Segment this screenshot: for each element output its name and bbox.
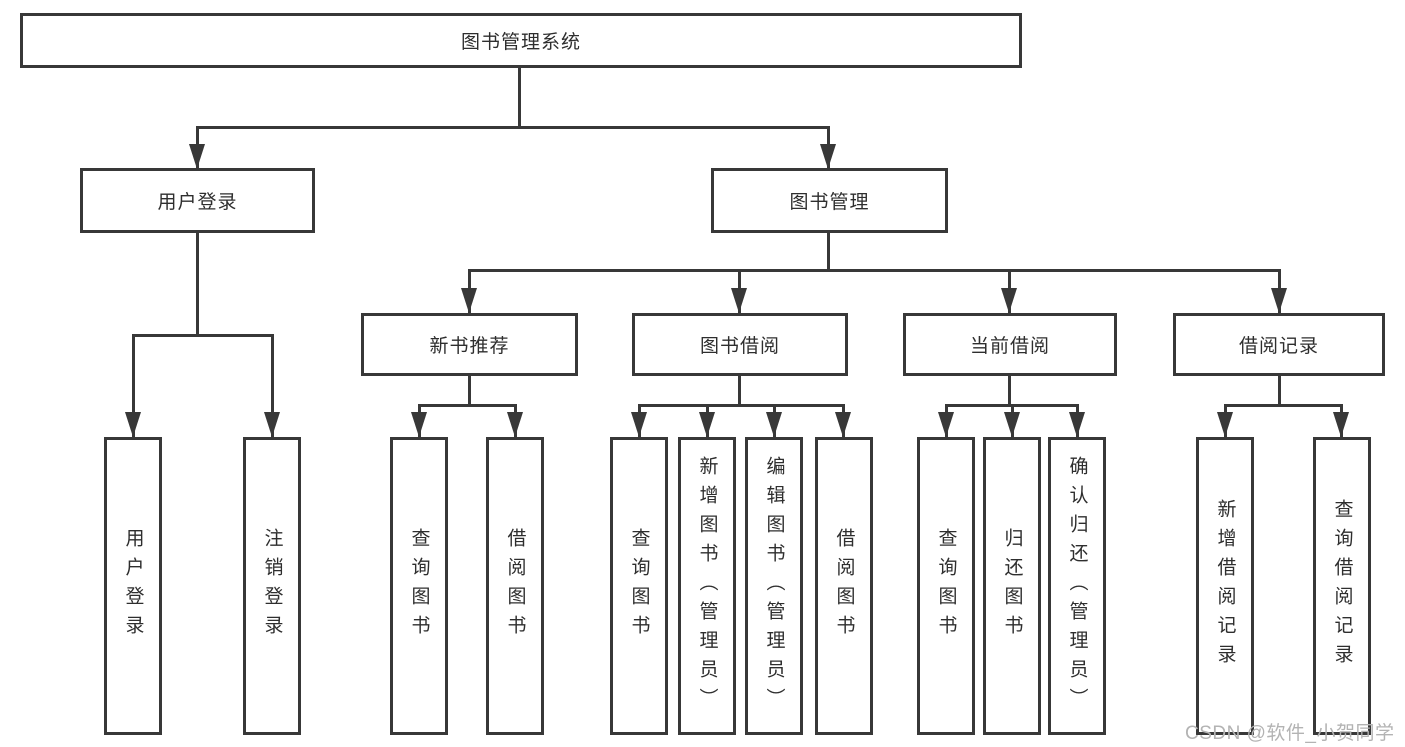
arrowhead-icon xyxy=(835,412,851,437)
node-label: 新增图书（管理员） xyxy=(696,455,718,717)
connector-line xyxy=(1224,404,1343,407)
leaf-query-books-borrowing: 查询图书 xyxy=(610,437,668,735)
arrowhead-icon xyxy=(731,288,747,313)
connector-line xyxy=(468,269,1281,272)
connector-line xyxy=(827,233,830,271)
node-label: 图书管理系统 xyxy=(460,32,581,53)
arrowhead-icon xyxy=(1217,412,1233,437)
node-label: 新书推荐 xyxy=(429,336,510,357)
connector-line xyxy=(132,334,135,437)
arrowhead-icon xyxy=(631,412,647,437)
connector-line xyxy=(468,376,471,406)
node-user-login: 用户登录 xyxy=(80,168,315,233)
arrowhead-icon xyxy=(1001,288,1017,313)
leaf-query-books-recommend: 查询图书 xyxy=(390,437,448,735)
arrowhead-icon xyxy=(461,288,477,313)
node-label: 查询借阅记录 xyxy=(1331,499,1353,673)
leaf-query-books-current: 查询图书 xyxy=(917,437,975,735)
arrowhead-icon xyxy=(820,144,836,169)
arrowhead-icon xyxy=(1333,412,1349,437)
arrowhead-icon xyxy=(125,412,141,437)
node-label: 用户登录 xyxy=(122,528,144,644)
node-label: 当前借阅 xyxy=(969,336,1050,357)
arrowhead-icon xyxy=(699,412,715,437)
leaf-borrow-books-borrowing: 借阅图书 xyxy=(815,437,873,735)
leaf-user-login: 用户登录 xyxy=(104,437,162,735)
connector-line xyxy=(418,404,517,407)
arrowhead-icon xyxy=(1004,412,1020,437)
node-book-management: 图书管理 xyxy=(711,168,948,233)
watermark: CSDN @软件_小贺同学 xyxy=(1185,723,1395,744)
arrowhead-icon xyxy=(766,412,782,437)
connector-line xyxy=(518,66,521,128)
node-new-book-recommendation: 新书推荐 xyxy=(361,313,578,376)
node-borrowing-records: 借阅记录 xyxy=(1173,313,1385,376)
node-label: 图书借阅 xyxy=(699,336,780,357)
connector-line xyxy=(1008,376,1011,406)
arrowhead-icon xyxy=(1069,412,1085,437)
connector-line xyxy=(132,334,274,337)
node-label: 借阅记录 xyxy=(1238,336,1319,357)
leaf-add-books-admin: 新增图书（管理员） xyxy=(678,437,736,735)
node-label: 查询图书 xyxy=(935,528,957,644)
arrowhead-icon xyxy=(938,412,954,437)
node-label: 新增借阅记录 xyxy=(1214,499,1236,673)
node-label: 查询图书 xyxy=(628,528,650,644)
node-book-borrowing: 图书借阅 xyxy=(632,313,848,376)
connector-line xyxy=(271,334,274,437)
leaf-return-books: 归还图书 xyxy=(983,437,1041,735)
connector-line xyxy=(196,233,199,336)
arrowhead-icon xyxy=(189,144,205,169)
arrowhead-icon xyxy=(507,412,523,437)
connector-line xyxy=(1278,376,1281,406)
node-label: 注销登录 xyxy=(261,528,283,644)
connector-line xyxy=(738,376,741,406)
arrowhead-icon xyxy=(411,412,427,437)
arrowhead-icon xyxy=(264,412,280,437)
node-label: 归还图书 xyxy=(1001,528,1023,644)
node-library-management-system: 图书管理系统 xyxy=(20,13,1022,68)
leaf-borrow-books-recommend: 借阅图书 xyxy=(486,437,544,735)
node-label: 查询图书 xyxy=(408,528,430,644)
leaf-add-borrow-record: 新增借阅记录 xyxy=(1196,437,1254,735)
node-label: 图书管理 xyxy=(789,192,870,213)
leaf-query-borrow-record: 查询借阅记录 xyxy=(1313,437,1371,735)
leaf-logout: 注销登录 xyxy=(243,437,301,735)
connector-line xyxy=(196,126,830,129)
node-label: 借阅图书 xyxy=(504,528,526,644)
node-current-borrowing: 当前借阅 xyxy=(903,313,1117,376)
node-label: 编辑图书（管理员） xyxy=(763,455,785,717)
connector-line xyxy=(638,404,844,407)
leaf-edit-books-admin: 编辑图书（管理员） xyxy=(745,437,803,735)
arrowhead-icon xyxy=(1271,288,1287,313)
node-label: 借阅图书 xyxy=(833,528,855,644)
node-label: 用户登录 xyxy=(157,192,238,213)
leaf-confirm-return-admin: 确认归还（管理员） xyxy=(1048,437,1106,735)
node-label: 确认归还（管理员） xyxy=(1066,455,1088,717)
